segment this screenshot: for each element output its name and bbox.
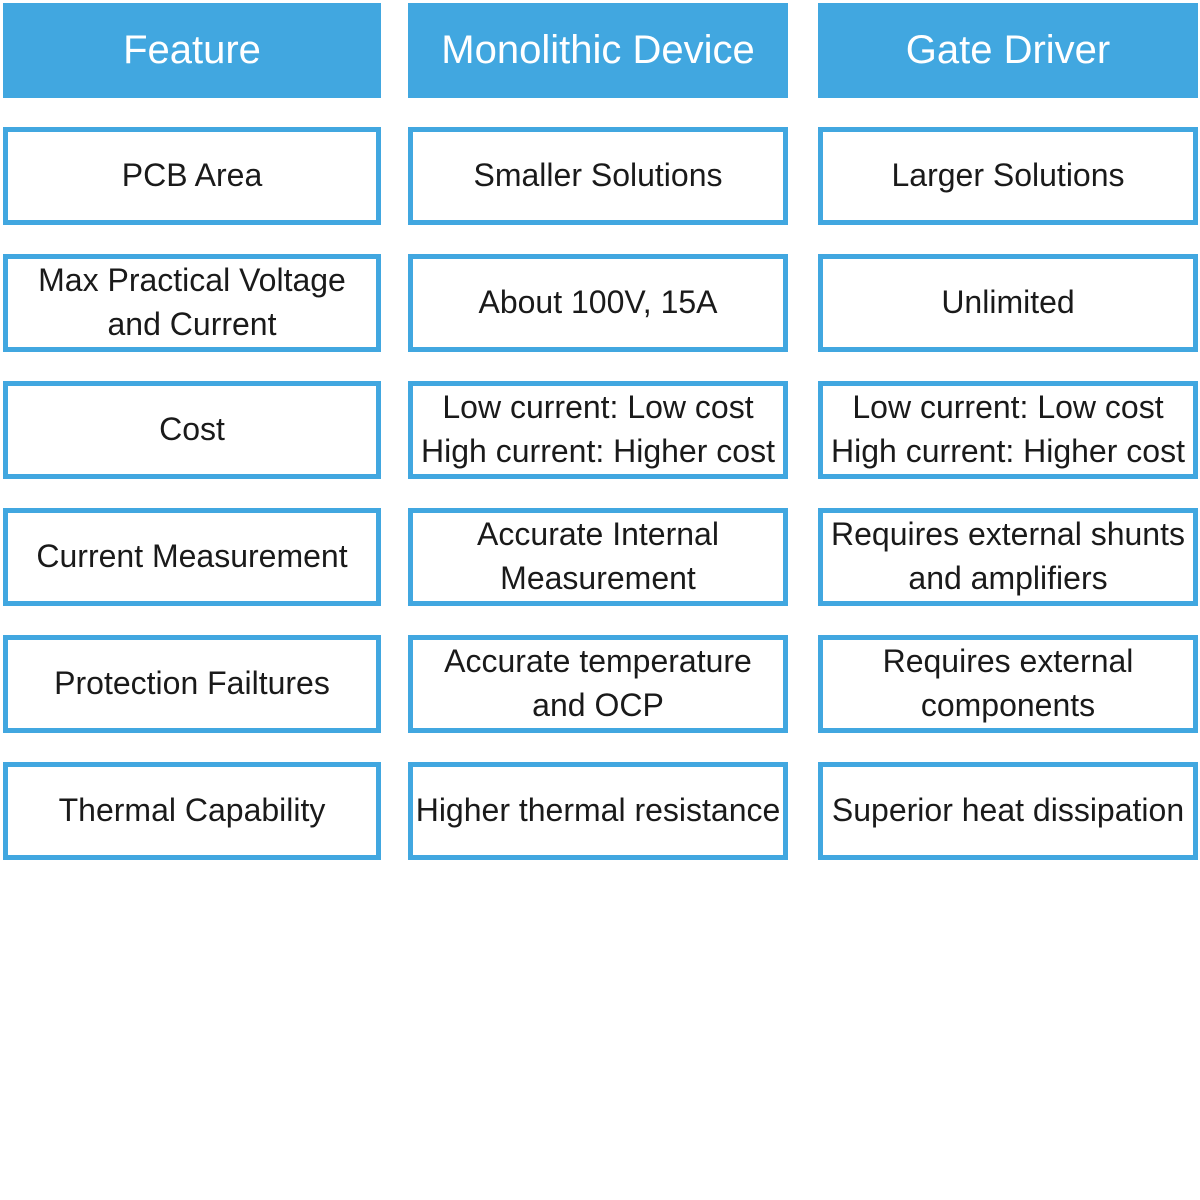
cell-feature-pcb-area: PCB Area xyxy=(3,127,381,225)
column-header-monolithic-device: Monolithic Device xyxy=(408,3,788,98)
cell-feature-cost: Cost xyxy=(3,381,381,479)
cell-feature-max-voltage-current: Max Practical Voltage and Current xyxy=(3,254,381,352)
cell-monolithic-protection-failtures: Accurate temperature and OCP xyxy=(408,635,788,733)
cell-feature-protection-failtures: Protection Failtures xyxy=(3,635,381,733)
cell-gatedriver-thermal-capability: Superior heat dissipation xyxy=(818,762,1198,860)
column-header-feature: Feature xyxy=(3,3,381,98)
cell-feature-thermal-capability: Thermal Capability xyxy=(3,762,381,860)
cell-monolithic-thermal-capability: Higher thermal resistance xyxy=(408,762,788,860)
cell-monolithic-cost: Low current: Low cost High current: High… xyxy=(408,381,788,479)
column-monolithic-device: Monolithic Device Smaller Solutions Abou… xyxy=(408,3,788,860)
cell-gatedriver-max-voltage-current: Unlimited xyxy=(818,254,1198,352)
column-feature: Feature PCB Area Max Practical Voltage a… xyxy=(3,3,381,860)
cell-gatedriver-protection-failtures: Requires external components xyxy=(818,635,1198,733)
cell-gatedriver-current-measurement: Requires external shunts and amplifiers xyxy=(818,508,1198,606)
cell-monolithic-current-measurement: Accurate Internal Measurement xyxy=(408,508,788,606)
cell-gatedriver-pcb-area: Larger Solutions xyxy=(818,127,1198,225)
column-gate-driver: Gate Driver Larger Solutions Unlimited L… xyxy=(818,3,1198,860)
cell-monolithic-max-voltage-current: About 100V, 15A xyxy=(408,254,788,352)
column-header-gate-driver: Gate Driver xyxy=(818,3,1198,98)
cell-monolithic-pcb-area: Smaller Solutions xyxy=(408,127,788,225)
cell-feature-current-measurement: Current Measurement xyxy=(3,508,381,606)
cell-gatedriver-cost: Low current: Low cost High current: High… xyxy=(818,381,1198,479)
